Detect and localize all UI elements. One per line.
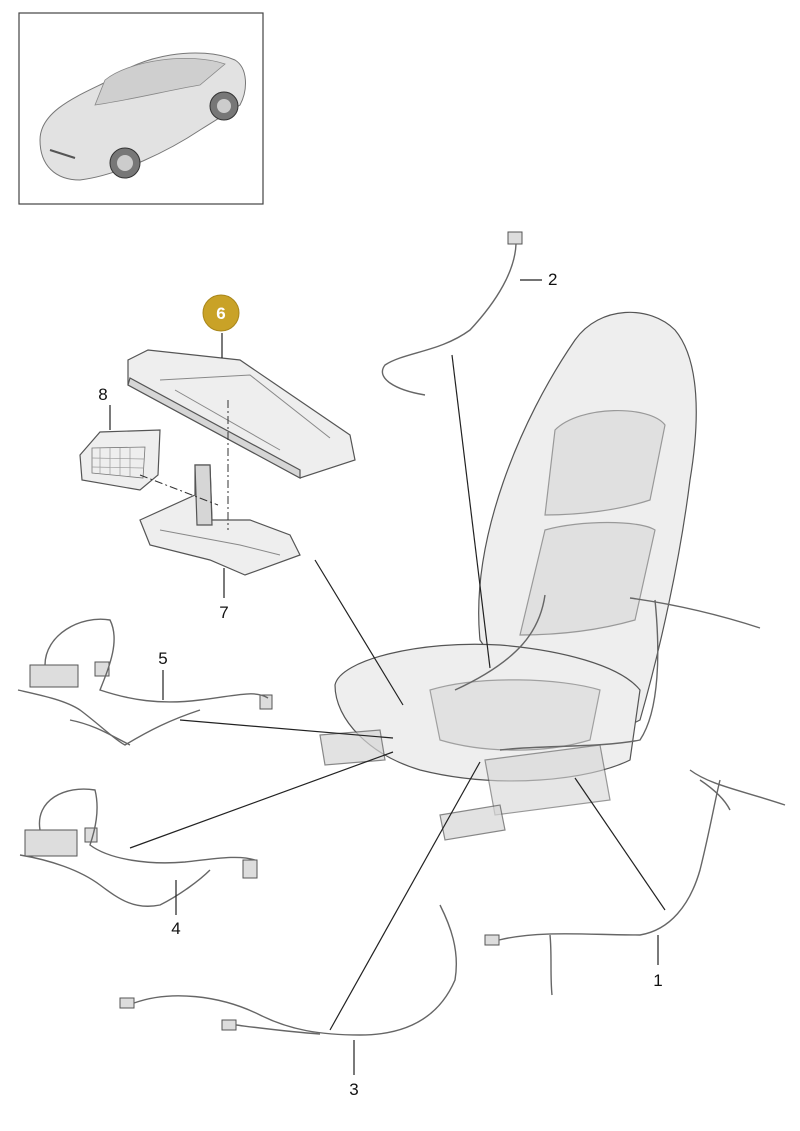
callout-3[interactable]: 3 xyxy=(349,1080,358,1099)
highlight-marker-6[interactable] xyxy=(202,294,240,332)
part-1-harness[interactable] xyxy=(484,769,786,996)
callout-6[interactable]: 6 xyxy=(216,304,225,323)
callout-7[interactable]: 7 xyxy=(219,603,228,622)
part-8-module[interactable] xyxy=(79,429,161,491)
callout-4[interactable]: 4 xyxy=(171,919,180,938)
seat-icon xyxy=(319,311,761,841)
part-5-harness[interactable] xyxy=(17,618,273,746)
part-3-harness[interactable] xyxy=(119,904,457,1036)
car-thumbnail-icon xyxy=(39,52,246,181)
callout-1[interactable]: 1 xyxy=(653,971,662,990)
callout-2[interactable]: 2 xyxy=(548,270,557,289)
callout-8[interactable]: 8 xyxy=(98,385,107,404)
callout-5[interactable]: 5 xyxy=(158,649,167,668)
part-6-control-unit[interactable] xyxy=(127,349,356,480)
part-7-bracket[interactable] xyxy=(139,464,301,576)
part-2-cable[interactable] xyxy=(381,231,523,396)
leader-lines xyxy=(109,279,666,1075)
part-4-harness[interactable] xyxy=(19,788,258,907)
callouts: 6 2 8 7 5 4 1 3 xyxy=(98,270,662,1099)
seat-illustration xyxy=(319,311,761,841)
vehicle-thumbnail xyxy=(18,12,264,205)
